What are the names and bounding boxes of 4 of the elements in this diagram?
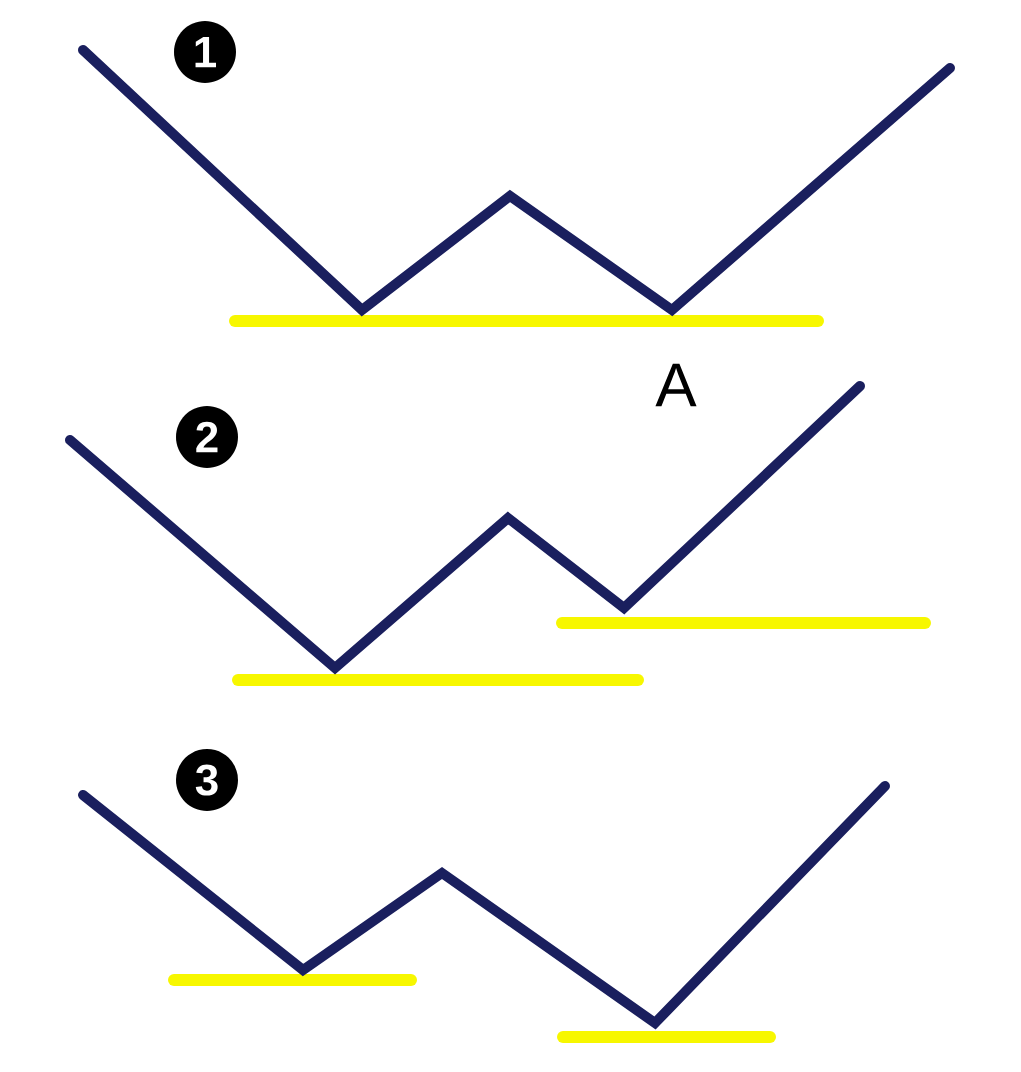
- callout-number: 3: [176, 749, 238, 811]
- callout-number: 1: [174, 21, 236, 83]
- callout-number: 2: [176, 406, 238, 468]
- text-label: A: [655, 363, 697, 407]
